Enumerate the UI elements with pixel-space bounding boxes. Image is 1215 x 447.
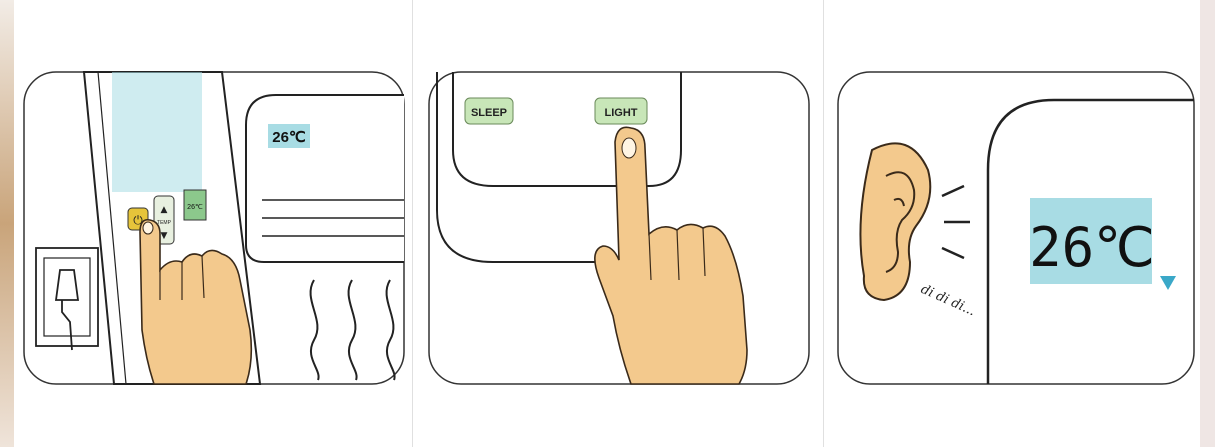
panel-2-illustration: SLEEP LIGHT [413, 0, 823, 447]
panel-power-on: 26℃ ⏻ ▲ TEMP ▼ 26℃ [14, 0, 412, 447]
svg-text:▲: ▲ [161, 205, 168, 215]
panel-3-illustration: 26℃ di di di... [824, 0, 1200, 447]
panel-1-illustration: 26℃ ⏻ ▲ TEMP ▼ 26℃ [14, 0, 412, 447]
remote-screen [112, 72, 202, 192]
svg-text:TEMP: TEMP [157, 220, 172, 226]
panel-light-button: SLEEP LIGHT [413, 0, 823, 447]
ac-display-temp: 26℃ [272, 129, 306, 146]
light-button-label: LIGHT [605, 107, 638, 119]
svg-text:26℃: 26℃ [187, 204, 203, 211]
svg-text:▼: ▼ [161, 231, 168, 241]
panel-beep-confirmation: 26℃ di di di... [824, 0, 1200, 447]
ac-display-temp: 26℃ [1029, 216, 1155, 279]
sleep-button-label: SLEEP [471, 107, 507, 119]
